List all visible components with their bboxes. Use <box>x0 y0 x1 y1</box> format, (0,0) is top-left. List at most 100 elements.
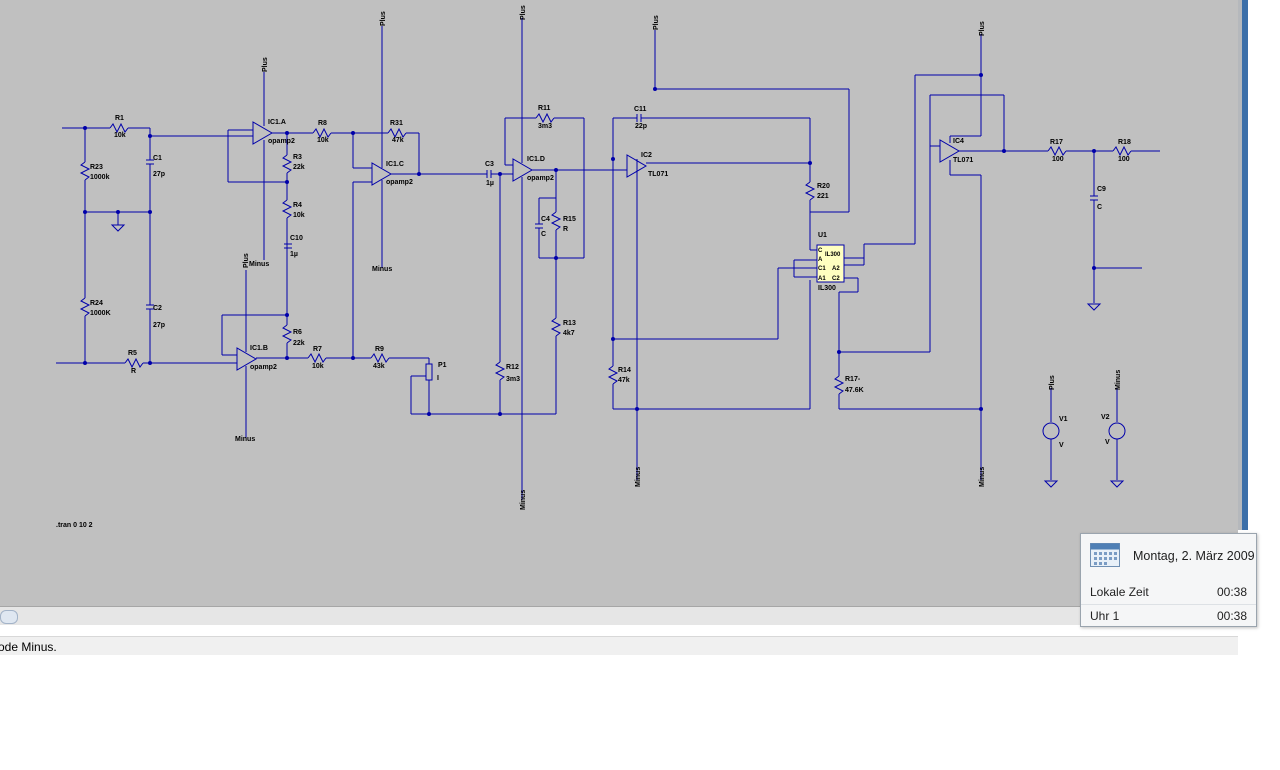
r17-value: 100 <box>1052 156 1064 163</box>
clock-row-local: Lokale Zeit 00:38 <box>1081 581 1256 603</box>
r4-value: 10k <box>293 212 305 219</box>
net-label-minus: Minus <box>372 266 392 273</box>
p1-label: P1 <box>438 362 447 369</box>
p1-value: I <box>437 375 439 382</box>
c1-value: 27p <box>153 171 165 178</box>
r12-label: R12 <box>506 364 519 371</box>
ic1d-value: opamp2 <box>527 175 554 182</box>
u1-pin-c2: C2 <box>832 276 840 282</box>
ic4-label: IC4 <box>953 138 964 145</box>
net-label-plus: Plus <box>1049 375 1056 390</box>
c4-value: C <box>541 231 546 238</box>
c4-label: C4 <box>541 216 550 223</box>
schematic-drawing[interactable]: Plus Plus Plus Plus Plus Plus Plus Minus… <box>0 0 1238 606</box>
r31-value: 47k <box>392 137 404 144</box>
clock-date: Montag, 2. März 2009 <box>1133 549 1255 563</box>
r18-value: 100 <box>1118 156 1130 163</box>
net-label-plus: Plus <box>262 57 269 72</box>
r18-label: R18 <box>1118 139 1131 146</box>
r20-value: 221 <box>817 193 829 200</box>
u1-chip-label: IL300 <box>825 252 841 258</box>
scroll-left-button[interactable] <box>0 610 18 624</box>
schematic-canvas[interactable]: Plus Plus Plus Plus Plus Plus Plus Minus… <box>0 0 1238 606</box>
r14-label: R14 <box>618 367 631 374</box>
window-frame-border <box>1238 0 1242 530</box>
v2-label: V2 <box>1101 414 1110 421</box>
u1-pin-a: A <box>818 257 823 263</box>
ic1a-label: IC1.A <box>268 119 286 126</box>
r15-label: R15 <box>563 216 576 223</box>
r14-value: 47k <box>618 377 630 384</box>
ic1c-value: opamp2 <box>386 179 413 186</box>
clock-row-uhr1: Uhr 1 00:38 <box>1081 604 1256 627</box>
clock-popup[interactable]: Montag, 2. März 2009 Lokale Zeit 00:38 U… <box>1080 533 1257 627</box>
r17-label: R17 <box>1050 139 1063 146</box>
net-label-minus: Minus <box>235 436 255 443</box>
u1-pin-a1: A1 <box>818 276 826 282</box>
r15-value: R <box>563 226 568 233</box>
c9-value: C <box>1097 204 1102 211</box>
r13-value: 4k7 <box>563 330 575 337</box>
clock-time: 00:38 <box>1216 585 1247 599</box>
clock-label: Uhr 1 <box>1090 609 1120 623</box>
r23-label: R23 <box>90 164 103 171</box>
net-label-minus: Minus <box>635 467 642 487</box>
net-label-minus: Minus <box>979 467 986 487</box>
c3-value: 1µ <box>486 180 494 187</box>
window-frame-edge <box>1242 0 1248 530</box>
v1-value: V <box>1059 442 1064 449</box>
ic1d-label: IC1.D <box>527 156 545 163</box>
c2-label: C2 <box>153 305 162 312</box>
c3-label: C3 <box>485 161 494 168</box>
r8-label: R8 <box>318 120 327 127</box>
r13-label: R13 <box>563 320 576 327</box>
r17a-value: 47.6K <box>845 387 864 394</box>
c9-label: C9 <box>1097 186 1106 193</box>
net-label-plus: Plus <box>979 21 986 36</box>
r6-value: 22k <box>293 340 305 347</box>
r4-label: R4 <box>293 202 302 209</box>
u1-pin-c: C <box>818 248 823 254</box>
c2-value: 27p <box>153 322 165 329</box>
r3-label: R3 <box>293 154 302 161</box>
r24-label: R24 <box>90 300 103 307</box>
r6-label: R6 <box>293 329 302 336</box>
clock-time: 00:38 <box>1216 609 1247 623</box>
net-label-plus: Plus <box>380 11 387 26</box>
r3-value: 22k <box>293 164 305 171</box>
r11-label: R11 <box>538 105 551 112</box>
ic1a-value: opamp2 <box>268 138 295 145</box>
r1-label: R1 <box>115 115 124 122</box>
net-label-minus: Minus <box>249 261 269 268</box>
ic4-value: TL071 <box>953 157 973 164</box>
net-label-plus: Plus <box>243 253 250 268</box>
u1-value: IL300 <box>818 285 836 292</box>
ic2-label: IC2 <box>641 152 652 159</box>
status-bar: ode Minus. <box>0 636 1238 655</box>
r20-label: R20 <box>817 183 830 190</box>
r9-label: R9 <box>375 346 384 353</box>
r24-value: 1000K <box>90 310 111 317</box>
r8-value: 10k <box>317 137 329 144</box>
ic1b-label: IC1.B <box>250 345 268 352</box>
r5-label: R5 <box>128 350 137 357</box>
u1-pin-a2: A2 <box>832 266 840 272</box>
u1-pin-c1: C1 <box>818 266 826 272</box>
ic1c-label: IC1.C <box>386 161 404 168</box>
net-label-minus: Minus <box>520 490 527 510</box>
r7-value: 10k <box>312 363 324 370</box>
r12-value: 3m3 <box>506 376 520 383</box>
c10-value: 1µ <box>290 251 298 258</box>
r11-value: 3m3 <box>538 123 552 130</box>
v1-label: V1 <box>1059 416 1068 423</box>
net-label-plus: Plus <box>653 15 660 30</box>
c10-label: C10 <box>290 235 303 242</box>
r23-value: 1000k <box>90 174 110 181</box>
horizontal-scrollbar[interactable] <box>0 606 1238 625</box>
r9-value: 43k <box>373 363 385 370</box>
r17a-label: R17- <box>845 376 861 383</box>
r1-value: 10k <box>114 132 126 139</box>
c11-value: 22p <box>635 123 647 130</box>
u1-label: U1 <box>818 232 827 239</box>
spice-directive[interactable]: .tran 0 10 2 <box>56 522 93 529</box>
